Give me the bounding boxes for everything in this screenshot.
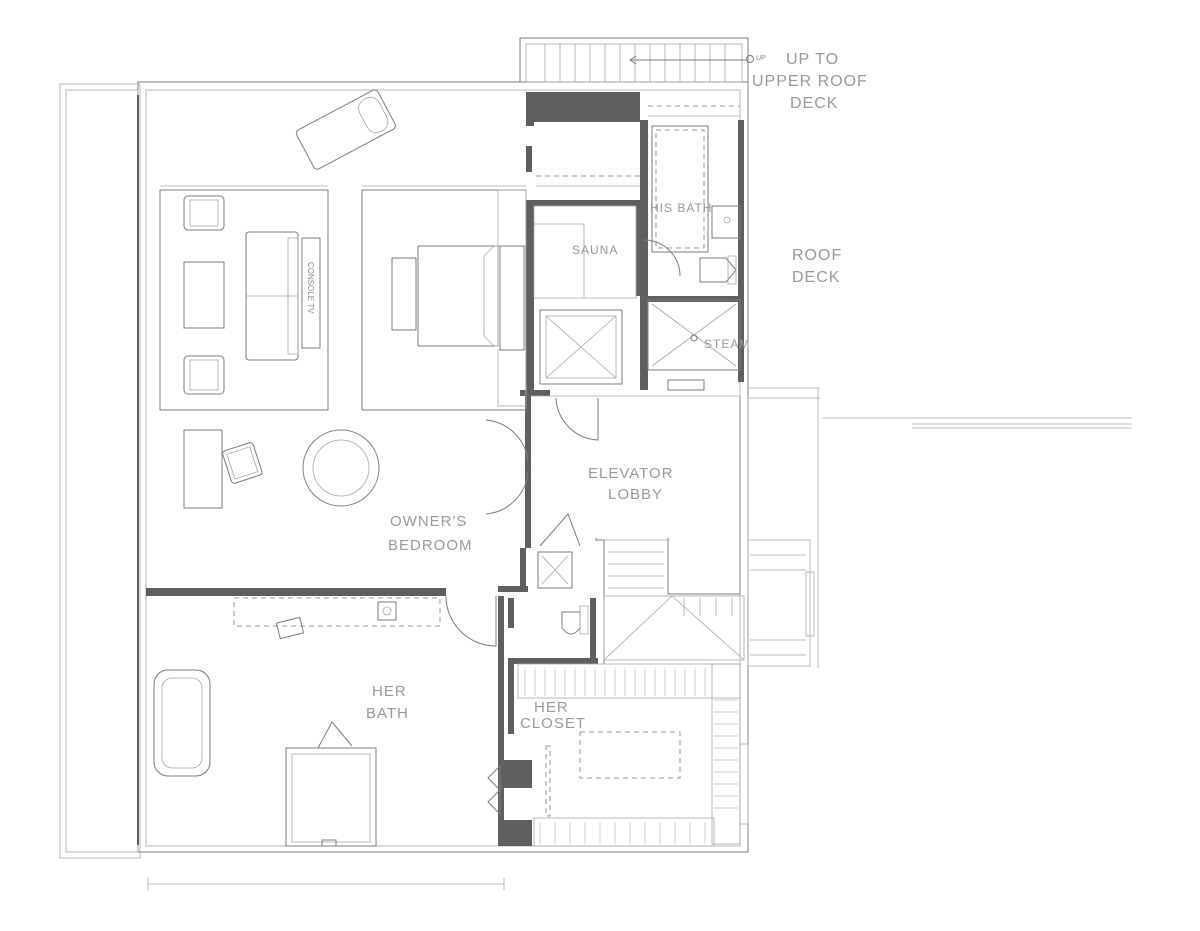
her-bath-label-2: BATH	[366, 705, 409, 722]
powder-room	[561, 605, 589, 635]
elevator-lobby-label-1: ELEVATOR	[588, 465, 674, 482]
roof-deck-label-1: ROOF	[792, 247, 842, 264]
up-to-label-1: UP TO	[786, 51, 839, 68]
room-labels: UP TO UPPER ROOF DECK UP ROOF DECK HIS B…	[306, 51, 868, 732]
up-to-label-3: DECK	[790, 95, 838, 112]
his-bath-label: HIS BATH	[650, 201, 712, 215]
sauna-label: SAUNA	[572, 243, 618, 257]
elevator-lobby-label-2: LOBBY	[608, 486, 663, 503]
closet-niche	[545, 745, 551, 817]
closet-island	[579, 731, 681, 779]
building-shell	[59, 81, 749, 859]
owners-bedroom-label-2: BEDROOM	[388, 537, 473, 554]
her-closet-label-1: HER	[534, 699, 569, 716]
up-marker: UP	[756, 55, 766, 62]
her-bath-fixtures	[153, 597, 441, 847]
owners-bedroom-label-1: OWNER'S	[390, 513, 467, 530]
her-closet-label-2: CLOSET	[520, 715, 586, 732]
his-bath-area	[533, 105, 741, 391]
steam-label: STEAM	[704, 337, 750, 351]
up-to-label-2: UPPER ROOF	[752, 73, 868, 90]
lobby-outline	[530, 395, 749, 664]
roof-stair	[519, 37, 754, 83]
owners-bedroom-furniture	[159, 89, 527, 509]
console-label: CONSOLE TV	[306, 262, 315, 314]
roof-deck-rail	[747, 387, 1132, 668]
door-swings	[445, 239, 681, 816]
dimension-line	[147, 878, 505, 890]
closet-shelving	[517, 663, 749, 847]
her-bath-label-1: HER	[372, 683, 407, 700]
elevator	[537, 309, 623, 589]
roof-deck-label-2: DECK	[792, 269, 840, 286]
